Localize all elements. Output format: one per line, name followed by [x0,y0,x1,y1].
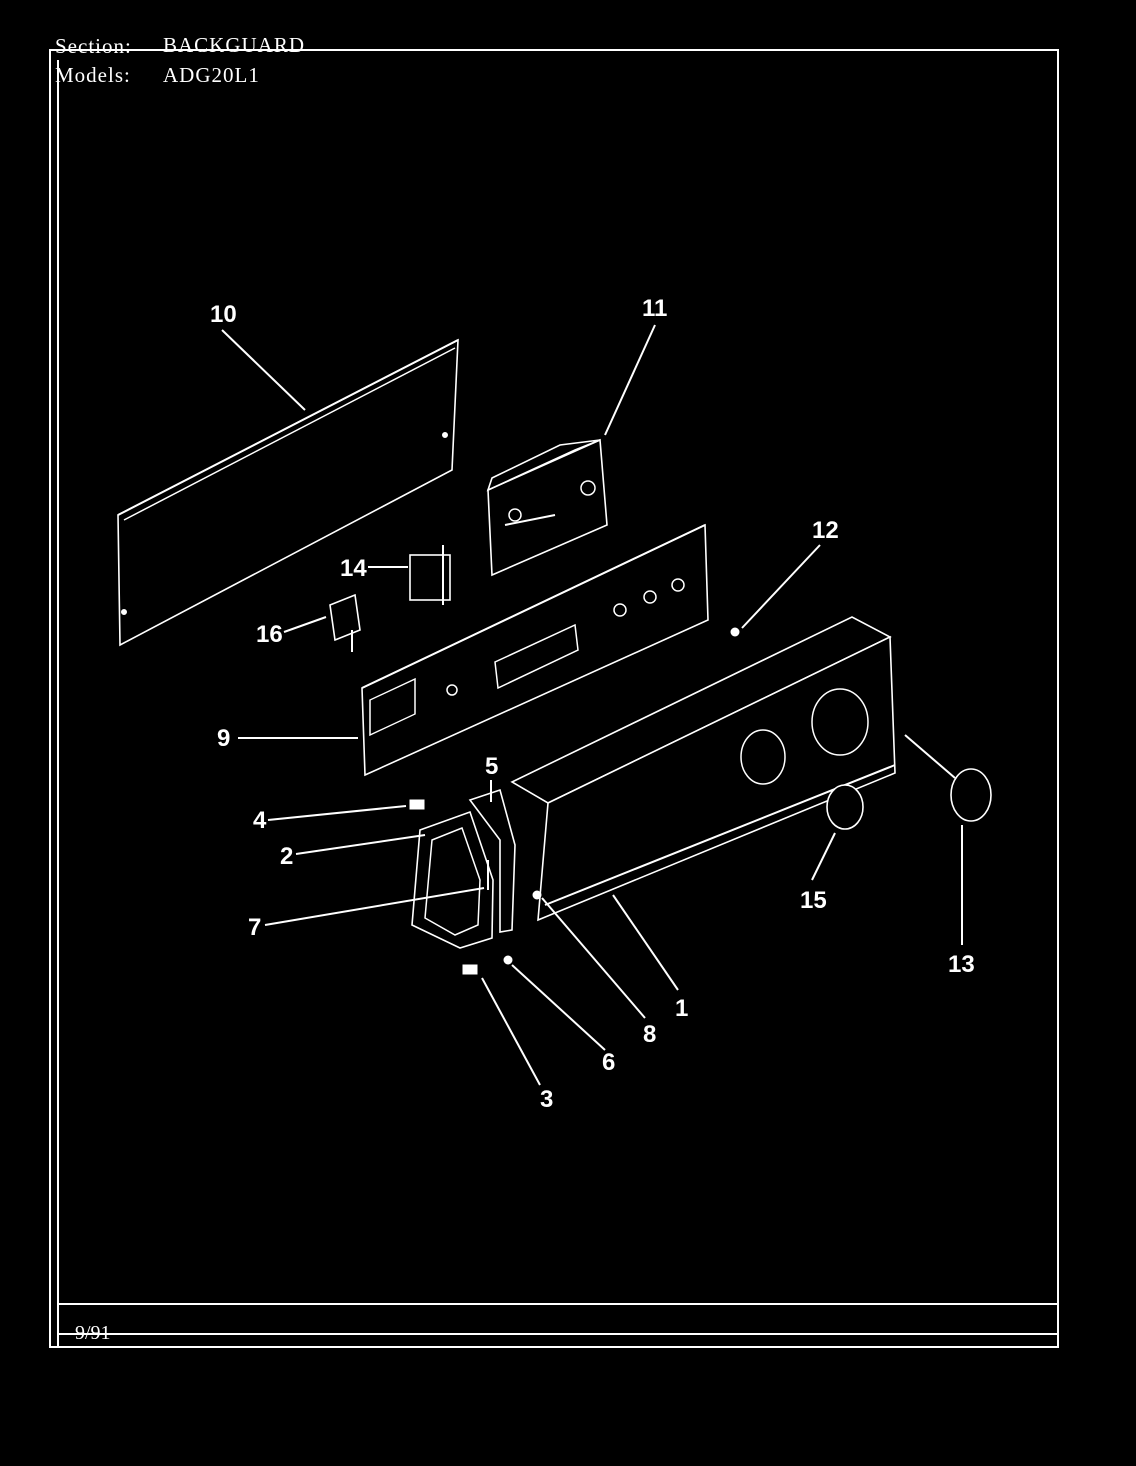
callout-14: 14 [340,555,367,582]
section-value: BACKGUARD [163,33,306,57]
callout-3: 3 [540,1086,553,1113]
part-2-end-cap [411,810,494,949]
part-12-screw [730,627,740,637]
part-15-knob [826,784,864,830]
footer-date: 9/91 [75,1322,111,1344]
leader-lines [221,324,963,1086]
callout-10: 10 [210,301,237,328]
callout-8: 8 [643,1021,656,1048]
callout-2: 2 [280,843,293,870]
part-4-clip [409,799,425,810]
callout-11: 11 [642,295,667,322]
part-8-screw [532,890,542,900]
callout-4: 4 [253,807,267,834]
callout-6: 6 [602,1049,615,1076]
diagram-frame [49,49,1059,1348]
part-1-housing [510,616,896,922]
part-10-rear-panel [117,338,459,647]
callout-16: 16 [256,621,283,648]
part-6-screw [503,955,513,965]
callout-12: 12 [812,517,839,544]
callout-5: 5 [485,753,498,780]
callout-15: 15 [800,887,827,914]
models-label: Models: [55,63,131,87]
part-3-clip [462,964,478,975]
callout-13: 13 [948,951,975,978]
part-14-switch [409,545,451,605]
callout-7: 7 [248,914,261,941]
callout-9: 9 [217,725,230,752]
part-5-trim [468,788,516,933]
part-9-control-panel [361,523,709,777]
models-value: ADG20L1 [163,63,260,87]
callout-1: 1 [675,995,688,1022]
section-label: Section: [55,34,132,58]
part-13-knob [950,768,992,822]
part-16-terminal [329,593,361,652]
part-11-clock-module [486,438,608,577]
